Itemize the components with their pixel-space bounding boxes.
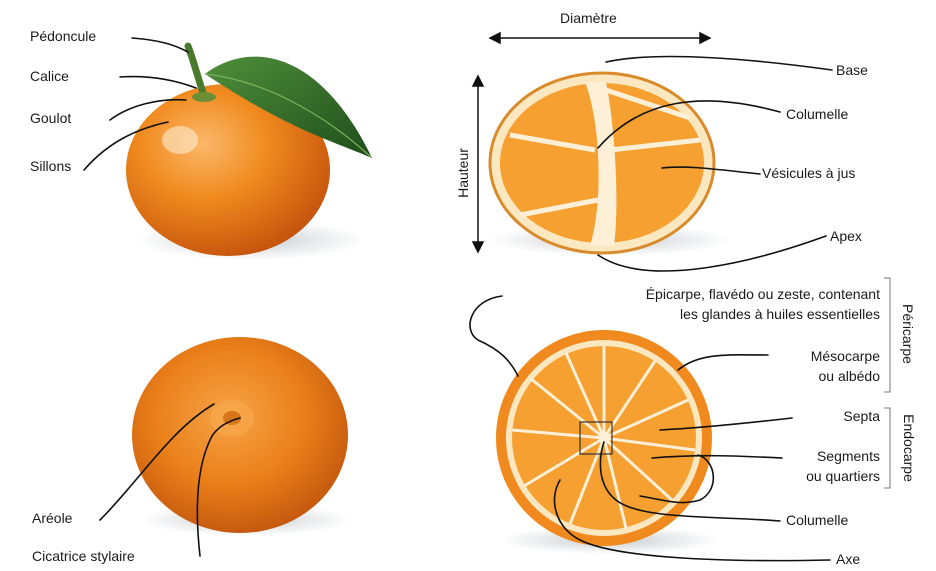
whole-fruit-bottom-view <box>132 337 350 536</box>
label-pedoncule: Pédoncule <box>30 28 96 45</box>
label-axe: Axe <box>836 551 860 568</box>
label-epicarpe-line2: les glandes à huiles essentielles <box>680 306 880 323</box>
label-cicatrice-stylaire: Cicatrice stylaire <box>32 548 135 565</box>
label-goulot: Goulot <box>30 110 71 127</box>
label-areole: Aréole <box>32 510 72 527</box>
label-septa: Septa <box>843 408 880 425</box>
height-arrow <box>473 76 483 252</box>
label-sillons: Sillons <box>30 158 71 175</box>
diameter-arrow <box>490 33 710 43</box>
calyx <box>192 92 216 102</box>
label-calice: Calice <box>30 68 69 85</box>
label-apex: Apex <box>830 228 862 245</box>
label-diametre: Diamètre <box>560 10 617 27</box>
whole-fruit-side-view <box>126 46 372 260</box>
label-vesicules-a-jus: Vésicules à jus <box>762 165 855 182</box>
bottom-fruit-body <box>132 337 348 533</box>
label-segments-line1: Segments <box>817 448 880 465</box>
brackets <box>884 278 890 488</box>
label-hauteur: Hauteur <box>455 148 471 198</box>
label-columelle-top: Columelle <box>786 106 848 123</box>
label-endocarpe: Endocarpe <box>901 414 917 482</box>
label-columelle-bottom: Columelle <box>786 512 848 529</box>
label-base: Base <box>836 62 868 79</box>
label-mesocarpe-line1: Mésocarpe <box>811 348 880 365</box>
fruit-highlight <box>162 126 198 154</box>
longitudinal-section <box>490 73 730 256</box>
label-mesocarpe-line2: ou albédo <box>818 368 880 385</box>
label-pericarpe: Péricarpe <box>900 304 916 364</box>
label-epicarpe-line1: Épicarpe, flavédo ou zeste, contenant <box>646 286 880 303</box>
label-segments-line2: ou quartiers <box>806 468 880 485</box>
